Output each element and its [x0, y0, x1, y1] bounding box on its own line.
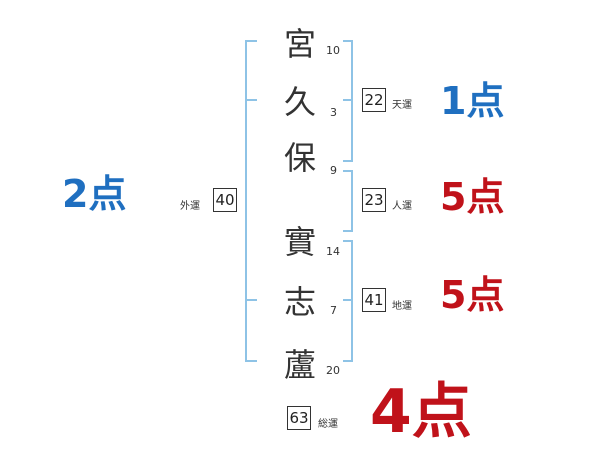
- tenkaku-value: 22: [362, 88, 386, 112]
- stroke-5: 7: [330, 304, 337, 317]
- stroke-6: 20: [326, 364, 340, 377]
- gaikaku-value: 40: [213, 188, 237, 212]
- chikaku-score: 5点: [440, 273, 505, 317]
- jinkaku-score: 5点: [440, 175, 505, 219]
- jin-bracket: [343, 170, 353, 232]
- outer-bracket: [245, 40, 257, 362]
- jinkaku-label: 人運: [392, 201, 412, 212]
- jinkaku-value: 23: [362, 188, 386, 212]
- chikaku-value: 41: [362, 288, 386, 312]
- chikaku-label: 地運: [392, 301, 412, 312]
- char-4: 實: [283, 223, 316, 261]
- chi-bracket: [343, 240, 353, 362]
- chi-tick: [343, 299, 353, 301]
- char-5: 志: [283, 283, 316, 321]
- outer-tick-1: [247, 99, 257, 101]
- soukaku-score: 4点: [370, 377, 472, 447]
- tenkaku-label: 天運: [392, 100, 412, 111]
- char-3: 保: [283, 139, 316, 177]
- ten-tick: [343, 99, 353, 101]
- tenkaku-score: 1点: [440, 79, 505, 123]
- char-2: 久: [283, 83, 316, 121]
- stroke-2: 3: [330, 106, 337, 119]
- stroke-4: 14: [326, 245, 340, 258]
- gaikaku-label: 外運: [180, 201, 200, 212]
- outer-tick-2: [247, 299, 257, 301]
- soukaku-label: 総運: [318, 419, 338, 430]
- char-1: 宮: [283, 25, 316, 63]
- char-6: 蘆: [283, 346, 316, 384]
- stroke-3: 9: [330, 164, 337, 177]
- stroke-1: 10: [326, 44, 340, 57]
- ten-bracket: [343, 40, 353, 162]
- soukaku-value: 63: [287, 406, 311, 430]
- gaikaku-score: 2点: [62, 172, 127, 216]
